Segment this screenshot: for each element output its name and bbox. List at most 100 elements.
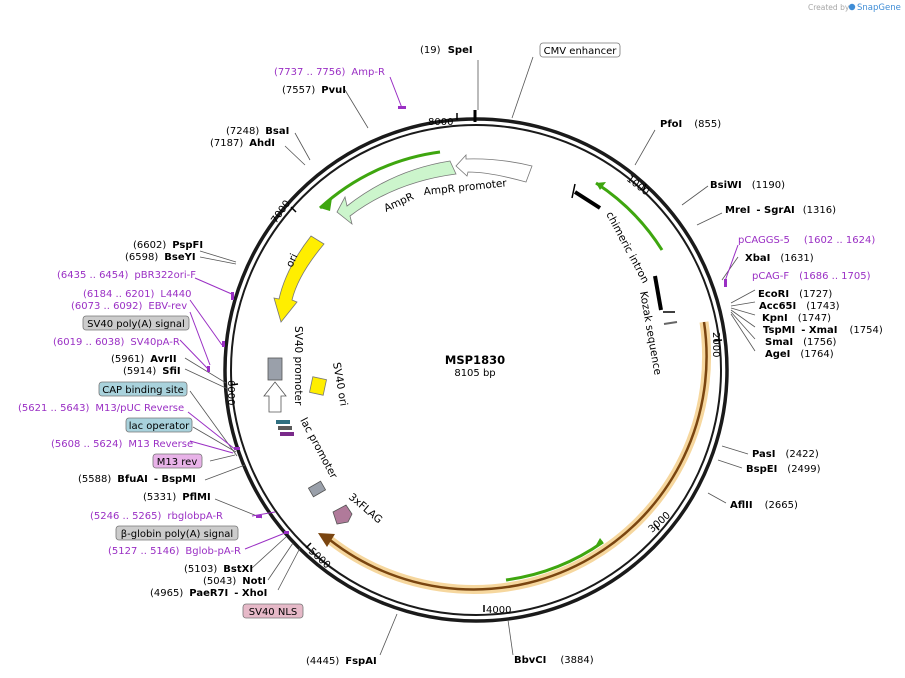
green-feature-arc-2[interactable] xyxy=(505,540,604,582)
m13-rev-box[interactable]: M13 rev xyxy=(152,453,203,469)
sv40-polya-label: SV40 poly(A) signal xyxy=(87,319,185,330)
primer-name: rbglobpA-R xyxy=(167,511,223,522)
svg-text:(5608 .. 5624)M13 Reverse: (5608 .. 5624)M13 Reverse xyxy=(51,439,193,450)
bglobin-polya-box[interactable]: β-globin poly(A) signal xyxy=(115,525,239,541)
site-name: TspMI xyxy=(763,325,795,336)
sv40-polya-box[interactable]: SV40 poly(A) signal xyxy=(82,315,190,331)
ori-label: ori xyxy=(284,252,301,269)
primer-pos: (6073 .. 6092) xyxy=(71,301,143,312)
credit-brand: SnapGene xyxy=(857,3,901,13)
svg-text:(6184 .. 6201)L4440: (6184 .. 6201)L4440 xyxy=(83,289,191,300)
site-pos: (1631) xyxy=(780,253,813,264)
site-pos: (1756) xyxy=(803,337,836,348)
svg-text:AflII(2665): AflII(2665) xyxy=(730,500,798,511)
svg-text:BspEI(2499): BspEI(2499) xyxy=(746,464,821,475)
primer-name: pBR322ori-F xyxy=(134,270,196,281)
site-pos: (5043) xyxy=(203,576,236,587)
primer-name: L4440 xyxy=(160,289,191,300)
svg-text:(7737 .. 7756)Amp-R: (7737 .. 7756)Amp-R xyxy=(274,67,385,78)
svg-text:(5961)AvrII: (5961)AvrII xyxy=(111,354,177,365)
site-pos: (4445) xyxy=(306,656,339,667)
svg-text:(6598)BseYI: (6598)BseYI xyxy=(125,252,196,263)
site-pos: (5961) xyxy=(111,354,144,365)
svg-text:XbaI(1631): XbaI (1631) xyxy=(745,253,814,264)
site-pos: (5588) xyxy=(78,474,111,485)
chimeric-intron-marker xyxy=(573,190,602,210)
site-pos: (1743) xyxy=(806,301,839,312)
site-pos: (6598) xyxy=(125,252,158,263)
sv40-promoter-box[interactable] xyxy=(267,357,283,381)
svg-text:(6602)PspFI: (6602)PspFI xyxy=(133,240,203,251)
primer-leader-lines xyxy=(179,76,739,550)
kozak-tick-2 xyxy=(663,321,678,325)
primer-pos: (5608 .. 5624) xyxy=(51,439,123,450)
chimeric-intron-label: chimeric intron xyxy=(603,210,651,286)
primer-name: pCAG-F xyxy=(752,271,789,282)
tick-label-6000: 6000 xyxy=(225,380,236,405)
green-feature-arc-1[interactable] xyxy=(595,181,664,251)
site-pos: (1764) xyxy=(800,349,833,360)
m13-rev-label: M13 rev xyxy=(157,457,198,468)
credit-prefix: Created by xyxy=(808,3,850,12)
ori-feature[interactable] xyxy=(273,235,325,323)
site-pos: (5914) xyxy=(123,366,156,377)
site-name: BsiWI xyxy=(710,180,742,191)
orf-arc[interactable] xyxy=(329,321,708,591)
sv40-nls-box[interactable]: SV40 NLS xyxy=(242,603,304,619)
svg-text:(6073 .. 6092)EBV-rev: (6073 .. 6092) EBV-rev xyxy=(71,301,187,312)
cmv-enhancer-box[interactable]: CMV enhancer xyxy=(539,42,621,58)
primer-name: Bglob-pA-R xyxy=(185,546,241,557)
svg-text:KpnI(1747): KpnI(1747) xyxy=(762,313,831,324)
primer-pos: (1602 .. 1624) xyxy=(804,235,876,246)
svg-text:(4965)PaeR7I- XhoI: (4965) PaeR7I - XhoI xyxy=(150,588,267,599)
plasmid-name: MSP1830 xyxy=(445,353,505,367)
site-name: PaeR7I xyxy=(189,588,228,599)
site-name: PspFI xyxy=(172,240,203,251)
site-pos: (2665) xyxy=(765,500,798,511)
site-name: SfiI xyxy=(162,366,180,377)
ampr-feature[interactable] xyxy=(336,160,457,226)
svg-text:pCAG-F(1686 .. 1705): pCAG-F(1686 .. 1705) xyxy=(752,271,871,282)
primer-name: M13/pUC Reverse xyxy=(95,403,184,414)
site-name: AhdI xyxy=(249,138,275,149)
leader-lines xyxy=(184,56,756,656)
site-name: PasI xyxy=(752,449,775,460)
svg-text:PasI(2422): PasI(2422) xyxy=(752,449,819,460)
sv40-ori-feature[interactable] xyxy=(309,376,327,396)
ampr-label: AmpR xyxy=(382,191,416,215)
svg-text:(7557)PvuI: (7557)PvuI xyxy=(282,85,346,96)
svg-text:AgeI(1764): AgeI(1764) xyxy=(765,349,834,360)
site-name: SpeI xyxy=(448,45,473,56)
grey-feature-box[interactable] xyxy=(307,480,327,498)
primer-pos: (5127 .. 5146) xyxy=(108,546,180,557)
ampr-promoter-feature[interactable] xyxy=(455,153,533,183)
site-pos: (1190) xyxy=(752,180,785,191)
tick-label-4000: 4000 xyxy=(486,605,511,616)
site-name: BsaI xyxy=(265,126,289,137)
svg-text:(5043)NotI: (5043)NotI xyxy=(203,576,266,587)
site-name: BspEI xyxy=(746,464,777,475)
site-name: - XhoI xyxy=(234,588,267,599)
svg-text:(7187)AhdI: (7187)AhdI xyxy=(210,138,275,149)
site-name: BbvCI xyxy=(514,655,546,666)
svg-text:(6435 .. 6454)pBR322ori-F: (6435 .. 6454)pBR322ori-F xyxy=(57,270,196,281)
tick-label-8000: 8000 xyxy=(428,117,453,128)
site-pos: (4965) xyxy=(150,588,183,599)
lac-operator-box[interactable]: lac operator xyxy=(125,417,193,433)
site-pos: (19) xyxy=(420,45,441,56)
sv40-promoter-arrow[interactable] xyxy=(263,381,287,413)
site-pos: (7248) xyxy=(226,126,259,137)
site-name: PflMI xyxy=(182,492,210,503)
svg-text:EcoRI(1727): EcoRI(1727) xyxy=(758,289,832,300)
svg-text:BsiWI(1190): BsiWI (1190) xyxy=(710,180,785,191)
flag-feature[interactable] xyxy=(332,504,353,525)
site-pos: (1747) xyxy=(798,313,831,324)
site-name: XbaI xyxy=(745,253,770,264)
site-name: PfoI xyxy=(660,119,682,130)
primer-name: Amp-R xyxy=(351,67,385,78)
primer-name: EBV-rev xyxy=(148,301,187,312)
site-name: - SgrAI xyxy=(756,205,794,216)
cap-binding-box[interactable]: CAP binding site xyxy=(98,381,188,397)
svg-text:(5914)SfiI: (5914) SfiI xyxy=(123,366,181,377)
site-name: EcoRI xyxy=(758,289,789,300)
